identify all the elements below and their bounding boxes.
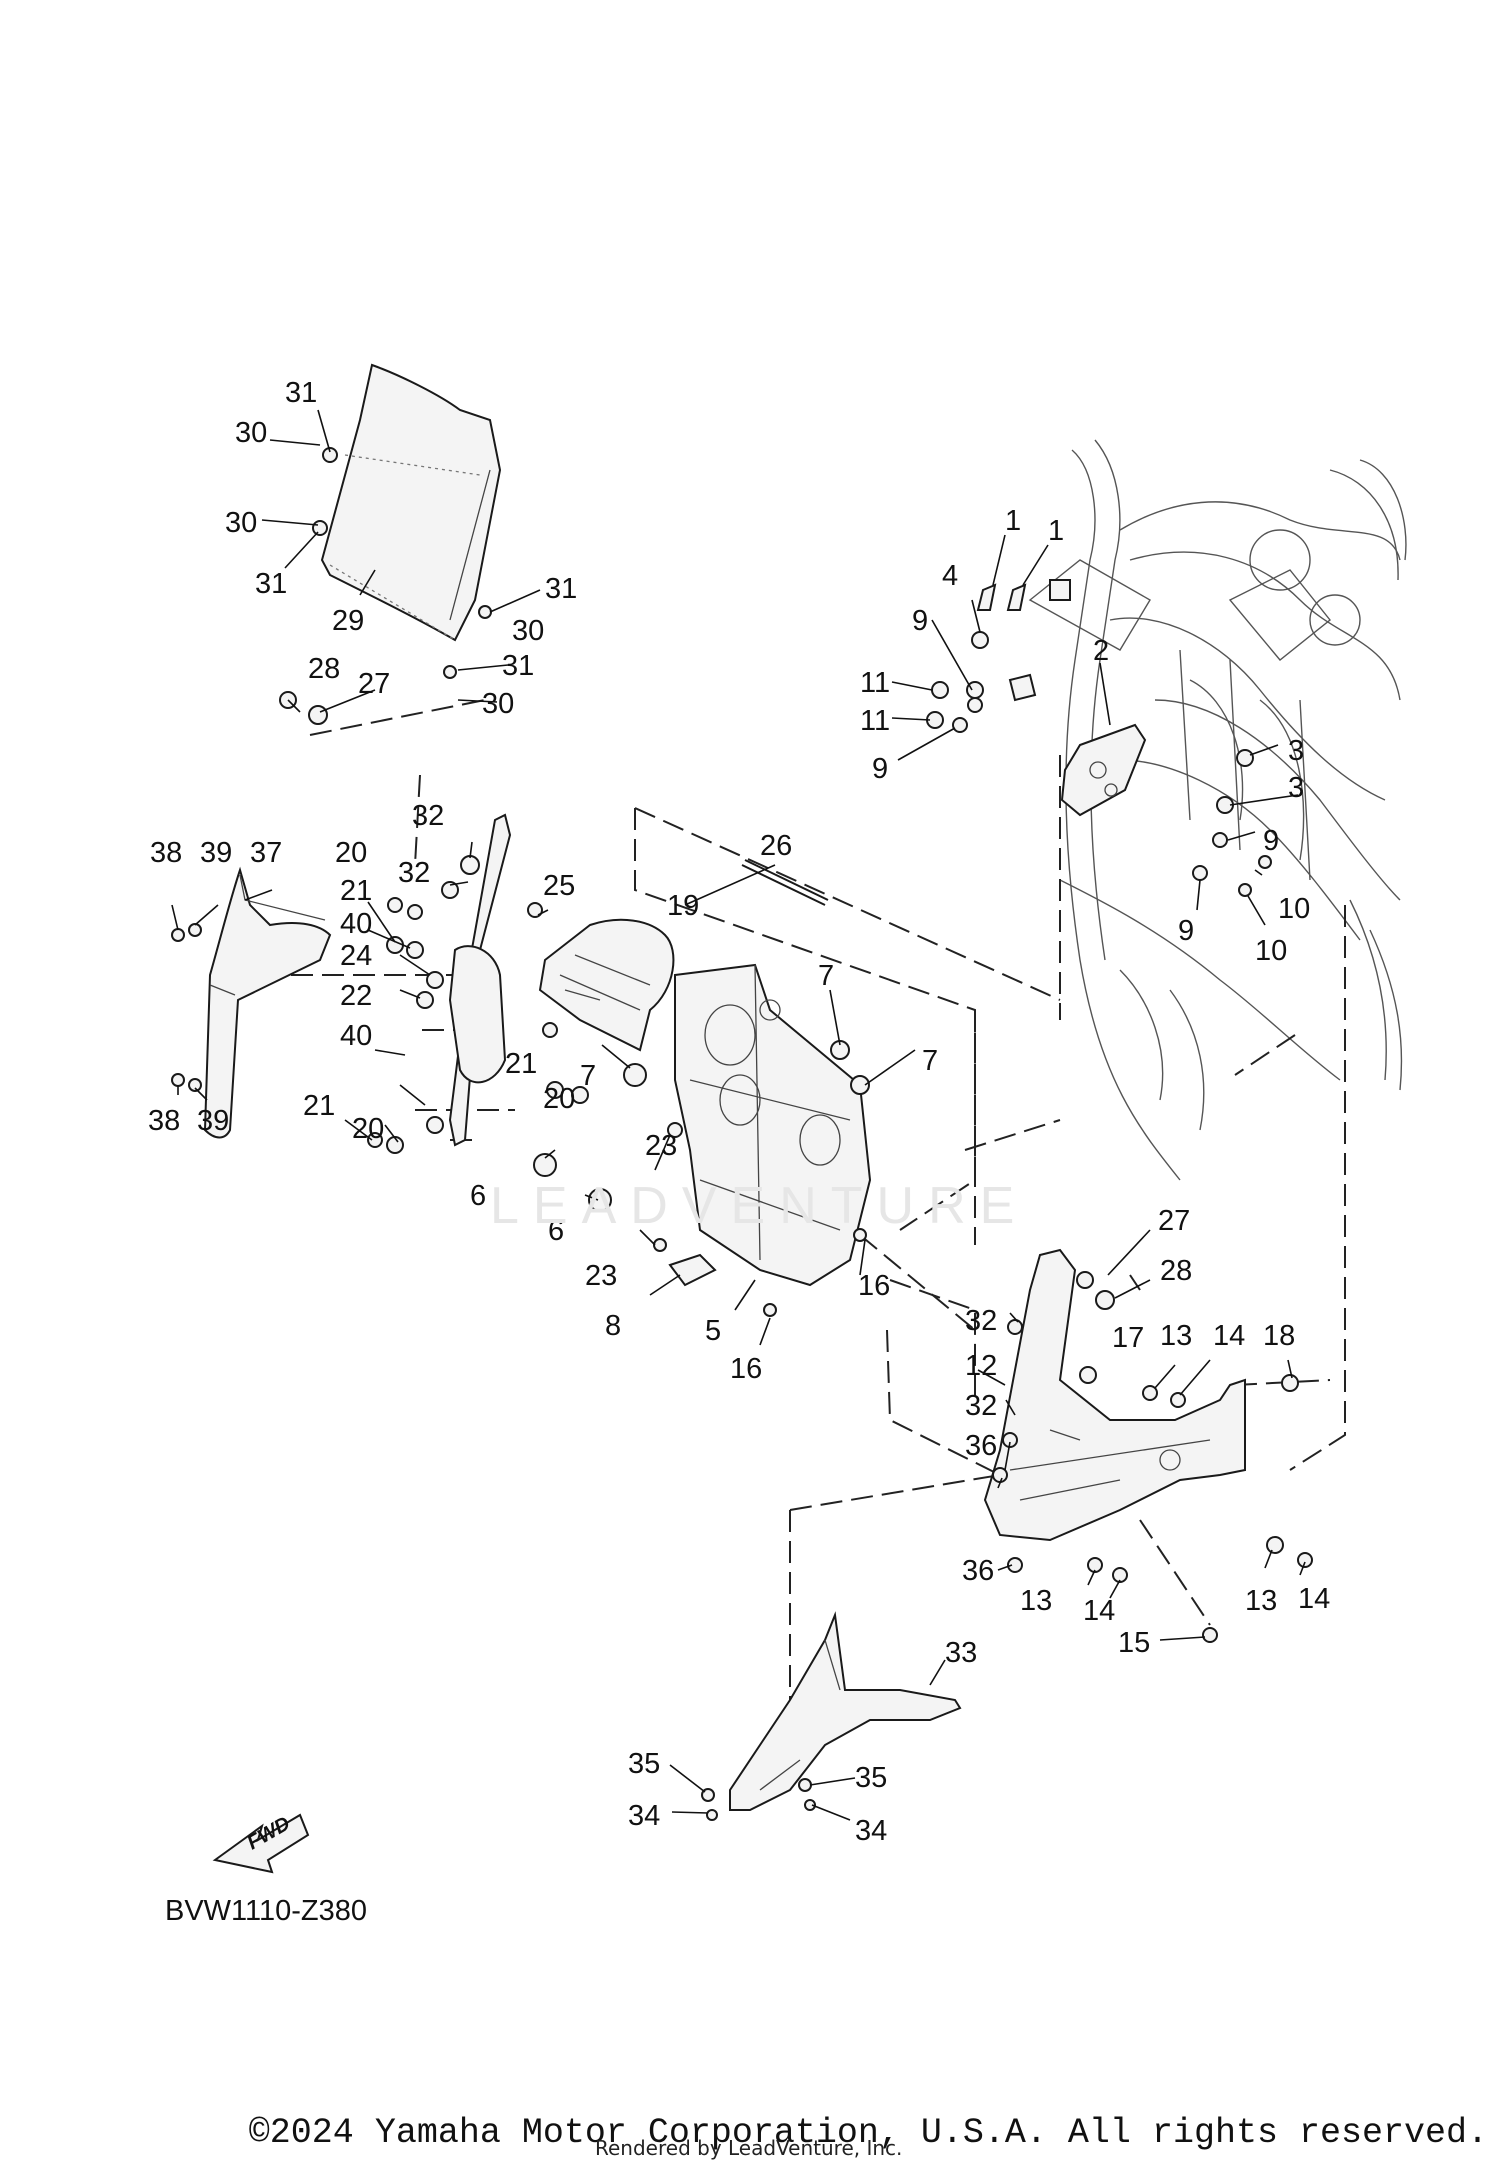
callout-23: 23 <box>645 1130 677 1162</box>
callout-17: 17 <box>1112 1322 1144 1354</box>
rod-26 <box>741 859 829 906</box>
callout-39: 39 <box>197 1105 229 1137</box>
callout-34: 34 <box>855 1815 887 1847</box>
lower-bracket-12 <box>983 1248 1246 1542</box>
callout-9: 9 <box>1263 825 1279 857</box>
callout-32: 32 <box>398 857 430 889</box>
callout-15: 15 <box>1118 1627 1150 1659</box>
callout-5: 5 <box>705 1315 721 1347</box>
callout-9: 9 <box>912 605 928 637</box>
watermark: LEADVENTURE <box>490 1177 1029 1235</box>
callout-25: 25 <box>543 870 575 902</box>
callout-2: 2 <box>1093 635 1109 667</box>
callout-31: 31 <box>255 568 287 600</box>
main-bracket-5 <box>674 963 872 1287</box>
motorcycle-frame-background <box>1028 439 1407 1181</box>
callout-27: 27 <box>1158 1205 1190 1237</box>
callout-7: 7 <box>922 1045 938 1077</box>
callout-3: 3 <box>1288 735 1304 767</box>
callout-20: 20 <box>352 1113 384 1145</box>
callout-31: 31 <box>285 377 317 409</box>
callout-16: 16 <box>730 1353 762 1385</box>
callout-33: 33 <box>945 1637 977 1669</box>
callout-28: 28 <box>308 653 340 685</box>
callout-14: 14 <box>1298 1583 1330 1615</box>
callout-10: 10 <box>1278 893 1310 925</box>
callout-40: 40 <box>340 908 372 940</box>
rendered-by-note: Rendered by LeadVenture, Inc. <box>595 2136 903 2160</box>
callout-30: 30 <box>235 417 267 449</box>
callout-26: 26 <box>760 830 792 862</box>
callout-30: 30 <box>482 688 514 720</box>
callout-14: 14 <box>1083 1595 1115 1627</box>
lower-cowl-33 <box>729 1611 962 1811</box>
callout-36: 36 <box>962 1555 994 1587</box>
bracket-2 <box>1060 723 1147 817</box>
callout-37: 37 <box>250 837 282 869</box>
callout-labels: 1 1 2 3 3 4 5 6 6 7 7 7 8 9 9 9 9 10 10 … <box>148 377 1330 1847</box>
windscreen-29 <box>320 363 502 642</box>
callout-34: 34 <box>628 1800 660 1832</box>
callout-21: 21 <box>340 875 372 907</box>
callout-21: 21 <box>505 1048 537 1080</box>
callout-1: 1 <box>1005 505 1021 537</box>
callout-23: 23 <box>585 1260 617 1292</box>
callout-9: 9 <box>1178 915 1194 947</box>
callout-32: 32 <box>412 800 444 832</box>
callout-21: 21 <box>303 1090 335 1122</box>
callout-7: 7 <box>580 1060 596 1092</box>
callout-28: 28 <box>1160 1255 1192 1287</box>
callout-36: 36 <box>965 1430 997 1462</box>
callout-13: 13 <box>1245 1585 1277 1617</box>
callout-4: 4 <box>942 560 958 592</box>
diagram-code: BVW1110-Z380 <box>165 1895 368 1927</box>
callout-13: 13 <box>1020 1585 1052 1617</box>
copyright-notice: ©2024 Yamaha Motor Corporation, U.S.A. A… <box>248 2113 1488 2153</box>
callout-1: 1 <box>1048 515 1064 547</box>
callout-14: 14 <box>1213 1320 1245 1352</box>
callout-8: 8 <box>605 1310 621 1342</box>
callout-38: 38 <box>148 1105 180 1137</box>
callout-32: 32 <box>965 1305 997 1337</box>
callout-10: 10 <box>1255 935 1287 967</box>
callout-39: 39 <box>200 837 232 869</box>
left-stay <box>448 813 512 1147</box>
callout-29: 29 <box>332 605 364 637</box>
inner-panel-19 <box>538 918 675 1052</box>
callout-35: 35 <box>855 1762 887 1794</box>
callout-24: 24 <box>340 940 372 972</box>
callout-18: 18 <box>1263 1320 1295 1352</box>
callout-38: 38 <box>150 837 182 869</box>
callout-13: 13 <box>1160 1320 1192 1352</box>
callout-7: 7 <box>818 960 834 992</box>
callout-12: 12 <box>965 1350 997 1382</box>
callout-31: 31 <box>545 573 577 605</box>
callout-31: 31 <box>502 650 534 682</box>
callout-16: 16 <box>858 1270 890 1302</box>
callout-30: 30 <box>225 507 257 539</box>
callout-3: 3 <box>1288 772 1304 804</box>
callout-19: 19 <box>667 890 699 922</box>
side-deflector-37 <box>203 866 332 1139</box>
callout-22: 22 <box>340 980 372 1012</box>
callout-27: 27 <box>358 668 390 700</box>
callout-20: 20 <box>543 1083 575 1115</box>
callout-9: 9 <box>872 753 888 785</box>
callout-30: 30 <box>512 615 544 647</box>
callout-20: 20 <box>335 837 367 869</box>
callout-35: 35 <box>628 1748 660 1780</box>
callout-6: 6 <box>548 1215 564 1247</box>
callout-11: 11 <box>860 705 890 737</box>
callout-40: 40 <box>340 1020 372 1052</box>
fasteners <box>171 447 1313 1821</box>
leader-lines <box>171 409 1306 1821</box>
callout-6: 6 <box>470 1180 486 1212</box>
callout-11: 11 <box>860 667 890 699</box>
callout-32: 32 <box>965 1390 997 1422</box>
